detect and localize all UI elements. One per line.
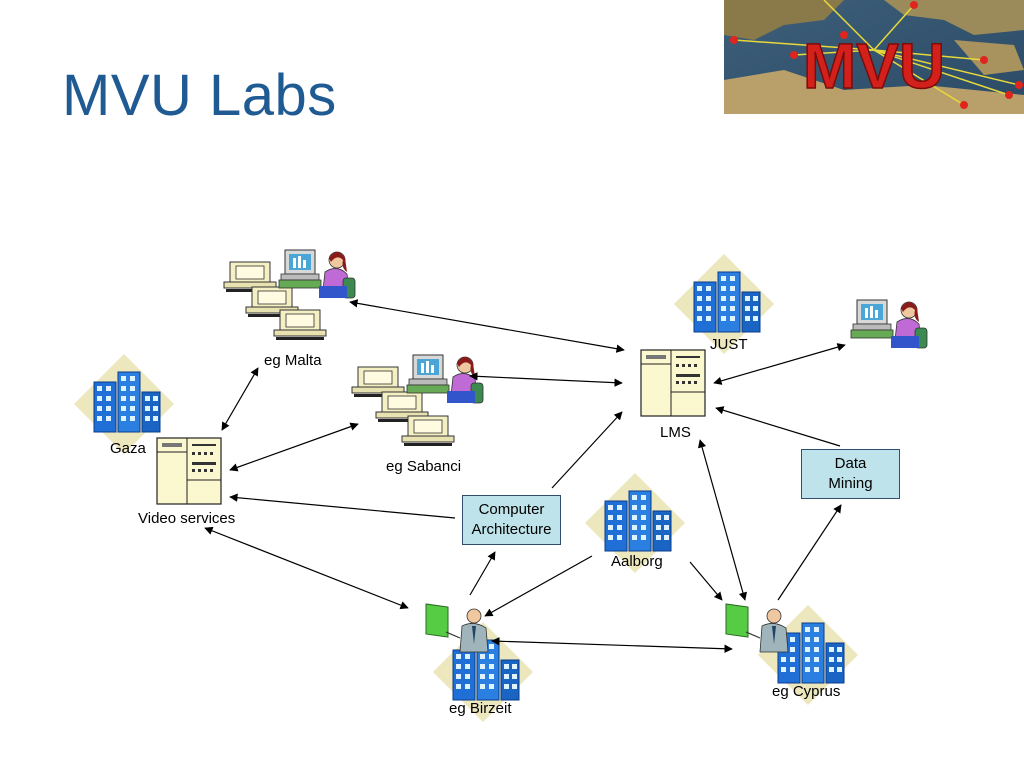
- mvu-logo: MVU: [724, 0, 1024, 114]
- label-just: JUST: [710, 336, 748, 353]
- label-sabanci: eg Sabanci: [386, 458, 462, 475]
- edge-birzeit-cyprus: [491, 637, 733, 653]
- computer-architecture-line1: Computer: [478, 501, 545, 518]
- edge-video-sabanci: [229, 422, 359, 472]
- video-server-icon: [156, 437, 222, 505]
- computer-architecture-line2: Architecture: [471, 521, 552, 538]
- label-birzeit: eg Birzeit: [449, 700, 512, 717]
- label-gaza: Gaza: [110, 440, 146, 457]
- sabanci-lab-icon: [351, 354, 484, 447]
- computer-architecture-box: Computer Architecture: [462, 495, 561, 545]
- data-mining-line1: Data: [834, 455, 867, 472]
- page-title: MVU Labs: [62, 63, 337, 128]
- data-mining-box: Data Mining: [801, 449, 900, 499]
- label-cyprus: eg Cyprus: [772, 683, 841, 700]
- just-user-icon: [850, 299, 928, 349]
- label-malta: eg Malta: [264, 352, 322, 369]
- cyprus-presenter-icon: [725, 603, 789, 653]
- edge-ca-lms: [551, 411, 623, 489]
- label-lms: LMS: [660, 424, 691, 441]
- malta-lab-icon: [223, 249, 356, 341]
- edge-video-birzeit: [204, 526, 409, 610]
- edge-sabanci-lms: [469, 372, 623, 387]
- birzeit-presenter-icon: [425, 603, 489, 653]
- data-mining-line2: Mining: [828, 475, 873, 492]
- edge-aalborg-birzeit: [484, 555, 593, 617]
- edge-aalborg-cyprus: [689, 561, 723, 601]
- label-video-services: Video services: [138, 510, 236, 527]
- lms-server-icon: [640, 349, 706, 417]
- edge-birzeit-ca: [469, 551, 496, 596]
- logo-text: MVU: [803, 30, 945, 102]
- edge-cyprus-datamining: [777, 504, 842, 601]
- label-aalborg: Aalborg: [611, 553, 663, 570]
- edge-malta-lms: [349, 299, 625, 353]
- edge-malta-video: [221, 367, 259, 431]
- edge-ca-video: [229, 493, 456, 519]
- edge-datamining-lms: [715, 406, 841, 447]
- edge-lms-just: [713, 343, 846, 385]
- edge-lms-cyprus: [698, 439, 747, 601]
